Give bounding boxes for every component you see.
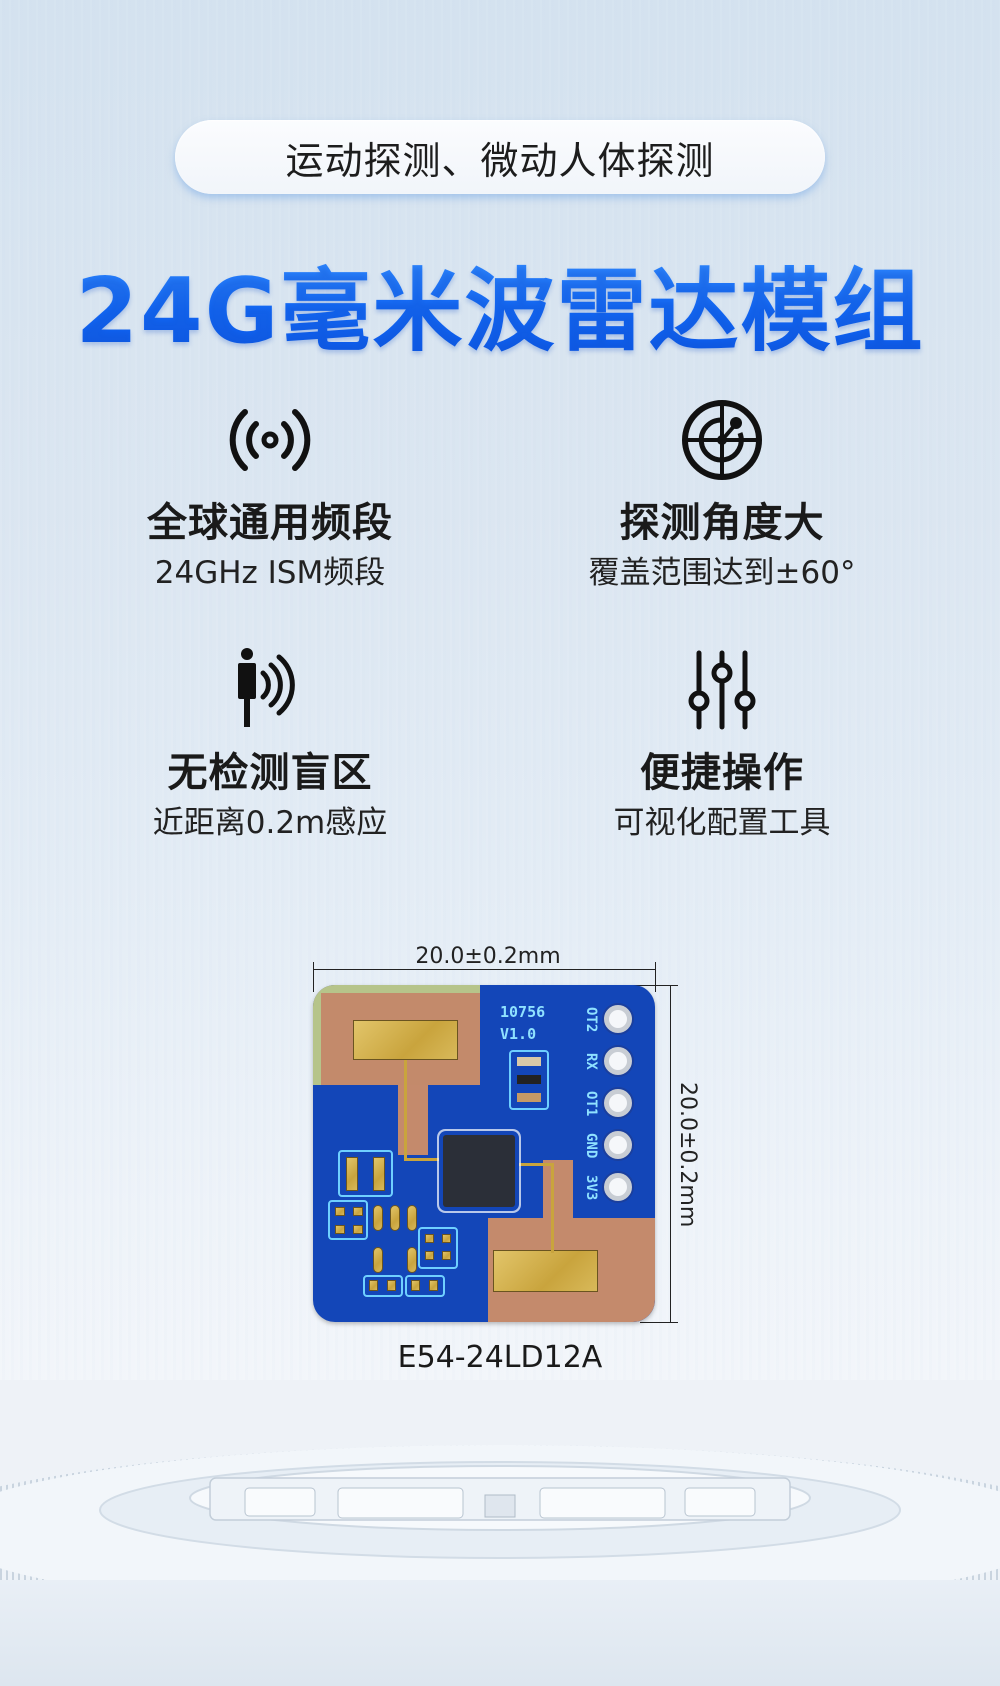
page-title: 24G毫米波雷达模组 bbox=[0, 238, 1000, 368]
pin-label: OT2 bbox=[583, 1007, 599, 1033]
radar-target-icon bbox=[682, 400, 762, 480]
width-dimension-tick-right bbox=[655, 962, 656, 992]
pin-label: GND bbox=[583, 1133, 599, 1159]
feature-subtitle: 可视化配置工具 bbox=[613, 805, 831, 841]
person-wave-icon bbox=[238, 648, 295, 727]
feature-subtitle: 近距离0.2m感应 bbox=[152, 805, 388, 841]
width-dimension-label: 20.0±0.2mm bbox=[415, 944, 561, 969]
antenna-patch bbox=[493, 1250, 598, 1292]
tagline-pill: 运动探测、微动人体探测 bbox=[175, 120, 825, 194]
radar-module-pcb: 10756 V1.0 OT2 RX OT1 GND 3V3 bbox=[313, 985, 655, 1322]
width-dimension-line bbox=[313, 969, 655, 970]
feature-angle: 探测角度大 覆盖范围达到±60° bbox=[522, 395, 922, 593]
feature-easy-operation: 便捷操作 可视化配置工具 bbox=[522, 645, 922, 843]
pin-rx bbox=[604, 1047, 632, 1075]
pin-label: RX bbox=[583, 1053, 599, 1070]
width-dimension-tick-left bbox=[313, 962, 314, 992]
pin-3v3 bbox=[604, 1173, 632, 1201]
feature-subtitle: 24GHz ISM频段 bbox=[154, 555, 386, 591]
sliders-icon bbox=[688, 650, 756, 730]
pcb-version: V1.0 bbox=[500, 1025, 537, 1043]
device-pedestal-image bbox=[0, 1380, 1000, 1686]
feature-title: 便捷操作 bbox=[640, 750, 804, 796]
feature-frequency: 全球通用频段 24GHz ISM频段 bbox=[70, 395, 470, 593]
height-dimension-tick-bottom bbox=[640, 1322, 678, 1323]
pin-gnd bbox=[604, 1131, 632, 1159]
model-number: E54-24LD12A bbox=[397, 1340, 603, 1375]
feature-no-blind-zone: 无检测盲区 近距离0.2m感应 bbox=[70, 645, 470, 843]
antenna-patch bbox=[353, 1020, 458, 1060]
radio-signal-icon bbox=[229, 409, 311, 471]
tagline-text: 运动探测、微动人体探测 bbox=[285, 138, 715, 183]
pcb-part-number: 10756 bbox=[500, 1003, 546, 1021]
height-dimension-line bbox=[670, 985, 671, 1322]
feature-subtitle: 覆盖范围达到±60° bbox=[588, 555, 856, 591]
feature-title: 探测角度大 bbox=[619, 500, 825, 546]
feature-title: 全球通用频段 bbox=[147, 500, 393, 546]
height-dimension-tick-top bbox=[618, 985, 678, 986]
pin-label: OT1 bbox=[583, 1091, 599, 1117]
pin-ot1 bbox=[604, 1089, 632, 1117]
feature-title: 无检测盲区 bbox=[167, 750, 373, 796]
pin-ot2 bbox=[604, 1005, 632, 1033]
radar-chip bbox=[443, 1135, 515, 1207]
pin-label: 3V3 bbox=[583, 1175, 599, 1201]
height-dimension-label: 20.0±0.2mm bbox=[675, 1082, 700, 1228]
